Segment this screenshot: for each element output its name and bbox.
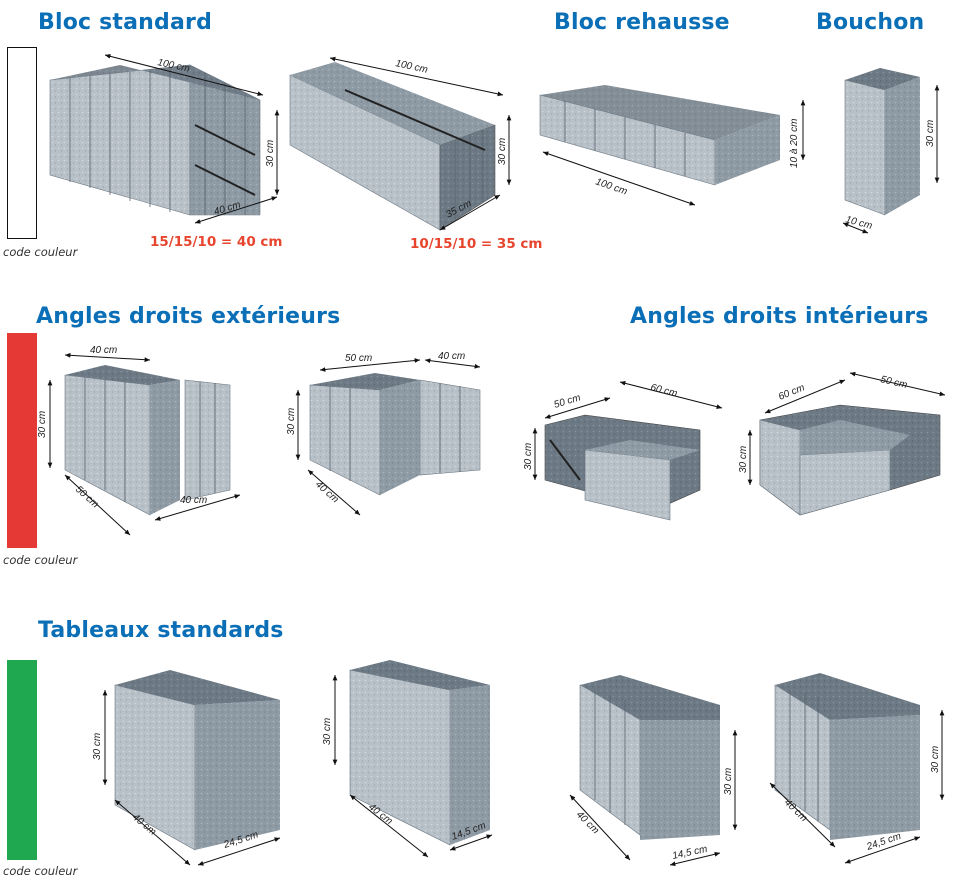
dim-e1-height: 30 cm: [37, 411, 48, 438]
dim-t3-height: 30 cm: [723, 768, 734, 795]
dim-e2-height: 30 cm: [286, 408, 297, 435]
dim-b-height: 30 cm: [497, 138, 508, 165]
dim-d-height: 30 cm: [925, 120, 936, 147]
title-bloc-standard: Bloc standard: [38, 10, 213, 35]
title-bouchon: Bouchon: [816, 10, 925, 35]
tableau-14-5-figure-2: 40 cm 30 cm 14,5 cm: [569, 675, 738, 867]
bloc-standard-35cm-dims: 100 cm 30 cm 35 cm: [329, 56, 512, 231]
tableau-14-5-figure-1: 30 cm 40 cm 14,5 cm: [322, 660, 493, 858]
dim-i1-height: 30 cm: [523, 443, 534, 470]
tableau-24-5-figure-2: 30 cm 40 cm 24,5 cm: [769, 673, 945, 864]
color-swatch-white: [7, 47, 37, 239]
dim-t1-height: 30 cm: [92, 733, 103, 760]
dim-i2-a: 60 cm: [777, 382, 806, 402]
code-couleur-label-2: code couleur: [3, 553, 78, 567]
angle-exterieur-40-50-figure: 50 cm 40 cm 30 cm 40 cm: [286, 351, 481, 516]
color-swatch-green: [7, 660, 37, 860]
dim-t4-height: 30 cm: [930, 746, 941, 773]
dim-i2-b: 50 cm: [879, 374, 908, 391]
dim-e2-top2: 40 cm: [438, 351, 465, 362]
dim-e1-side: 50 cm: [73, 484, 101, 510]
dim-b-depth: 35 cm: [444, 198, 473, 220]
code-couleur-label-3: code couleur: [3, 864, 78, 878]
angle-interieur-60-50-figure: 60 cm 50 cm 30 cm: [738, 371, 946, 516]
angle-interieur-50-60-figure: 50 cm 60 cm 30 cm: [523, 381, 723, 521]
dim-e2-side: 40 cm: [313, 479, 341, 505]
dim-i2-height: 30 cm: [738, 446, 749, 473]
dim-t3-front: 14,5 cm: [671, 844, 708, 862]
formula-35cm: 10/15/10 = 35 cm: [410, 236, 543, 252]
formula-40cm: 15/15/10 = 40 cm: [150, 234, 283, 250]
title-bloc-rehausse: Bloc rehausse: [554, 10, 730, 35]
bloc-standard-40cm-figure: [49, 64, 261, 216]
dim-c-height: 10 à 20 cm: [789, 119, 800, 168]
title-angles-exterieurs: Angles droits extérieurs: [36, 304, 341, 329]
bloc-rehausse-figure: 100 cm 10 à 20 cm: [539, 85, 806, 206]
dim-e1-top: 40 cm: [90, 345, 117, 356]
bouchon-figure: 30 cm 10 cm: [842, 68, 940, 234]
dim-e1-front: 40 cm: [180, 495, 207, 506]
dim-e2-top: 50 cm: [345, 353, 372, 364]
dim-t2-height: 30 cm: [322, 718, 333, 745]
code-couleur-label-1: code couleur: [3, 245, 78, 259]
angle-exterieur-50-40-figure: 40 cm 30 cm 50 cm 40 cm: [37, 345, 241, 536]
dim-i1-b: 60 cm: [649, 382, 678, 399]
title-angles-interieurs: Angles droits intérieurs: [630, 304, 929, 329]
dim-a-height: 30 cm: [265, 140, 276, 167]
title-tableaux-standards: Tableaux standards: [38, 618, 284, 643]
color-swatch-red: [7, 333, 37, 548]
tableau-24-5-figure-1: 30 cm 40 cm 24,5 cm: [92, 670, 281, 866]
dim-a-depth: 40 cm: [213, 199, 242, 217]
bloc-standard-40cm-dims: 100 cm 30 cm 40 cm: [104, 53, 280, 224]
